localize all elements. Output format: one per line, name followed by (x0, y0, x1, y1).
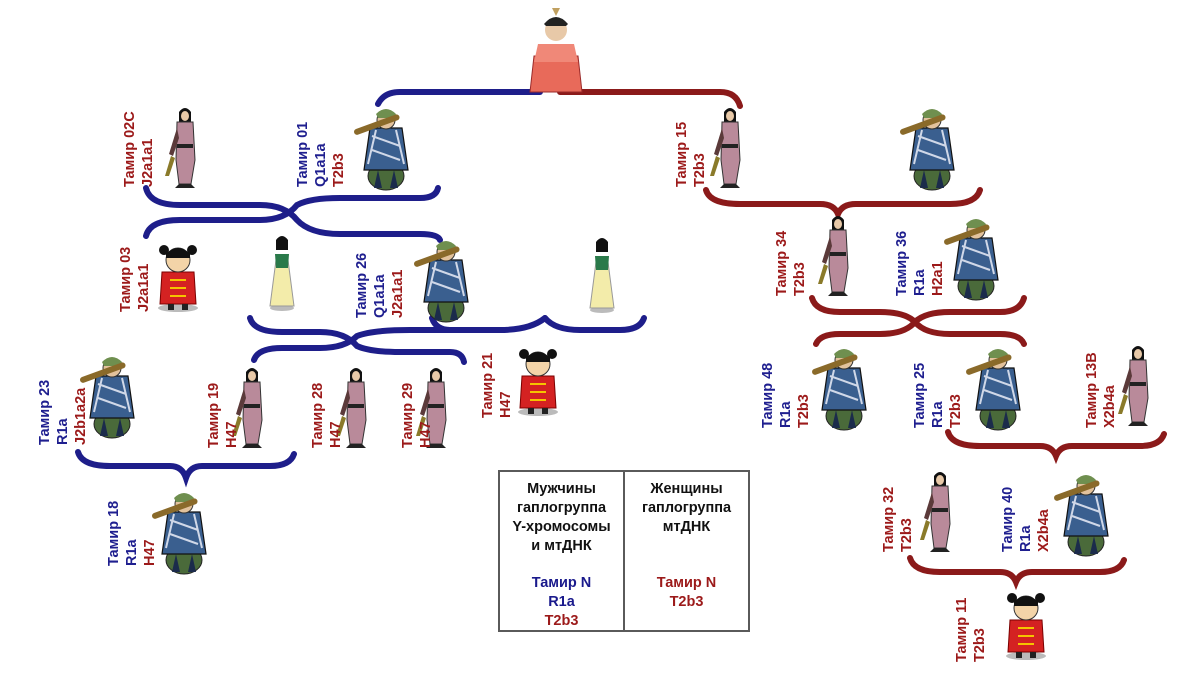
legend-men-example-y: R1a (548, 594, 575, 610)
label-p01-line2: Q1a1a (313, 143, 329, 187)
man-figure-48 (810, 348, 867, 431)
label-p26-line1: Тамир 26 (354, 253, 370, 318)
label-p11-line2: T2b3 (972, 628, 988, 662)
label-p25-line3: T2b3 (948, 394, 964, 428)
legend-men-example-name: Тамир N (531, 575, 592, 591)
label-p03-line2: J2a1a1 (136, 264, 152, 312)
label-p21-line2: H47 (498, 391, 514, 418)
figures (78, 8, 1149, 661)
label-p36-line1: Тамир 36 (894, 231, 910, 296)
label-p32-line1: Тамир 32 (881, 487, 897, 552)
woman-figure-mid-2 (589, 237, 615, 314)
label-p02c-line2: J2a1a1 (140, 139, 156, 187)
label-p48-line3: T2b3 (796, 394, 812, 428)
brace-l1-a (143, 185, 443, 243)
label-p40-line2: R1a (1018, 524, 1034, 552)
label-p18-line2: R1a (124, 538, 140, 566)
brace-l2-d (429, 315, 453, 333)
label-p13b-line2: X2b4a (1102, 384, 1118, 428)
brace-r1 (703, 187, 983, 223)
man-figure-01 (352, 108, 409, 191)
brace-root-left (375, 89, 543, 107)
label-p32-line2: T2b3 (899, 518, 915, 552)
woman-figure-mid-1 (269, 235, 295, 312)
label-p40-line1: Тамир 40 (1000, 487, 1016, 552)
label-p19-line1: Тамир 19 (206, 383, 222, 448)
label-p29-line2: H47 (418, 421, 434, 448)
brace-r4 (907, 555, 1127, 591)
label-p25-line2: R1a (930, 400, 946, 428)
legend-men-line3: Y-хромосомы (512, 519, 611, 535)
man-figure-26 (412, 240, 469, 323)
legend-women-example-name: Тамир N (656, 575, 717, 591)
label-p28-line1: Тамир 28 (310, 383, 326, 448)
child-figure-11 (1005, 592, 1047, 661)
legend-men-line1: Мужчины (527, 481, 596, 497)
label-p23-line3: J2b1a2a (73, 387, 89, 445)
label-p28-line2: H47 (328, 421, 344, 448)
label-p23-line2: R1a (55, 417, 71, 445)
label-p03-line1: Тамир 03 (118, 247, 134, 312)
child-figure-21 (517, 348, 559, 417)
woman-figure-02c (164, 107, 196, 189)
woman-figure-15 (709, 107, 741, 189)
lineage-braces (75, 89, 1167, 591)
label-p15-line2: T2b3 (692, 153, 708, 187)
man-figure-18 (150, 492, 207, 575)
label-p19-line2: H47 (224, 421, 240, 448)
label-p29-line1: Тамир 29 (400, 383, 416, 448)
legend-men-line4: и мтДНК (531, 538, 592, 554)
label-p11-line1: Тамир 11 (954, 598, 970, 662)
label-p02c-line1: Тамир 02C (122, 111, 138, 187)
label-p40-line3: X2b4a (1036, 508, 1052, 552)
label-p01-line1: Тамир 01 (295, 122, 311, 187)
man-figure-36 (942, 218, 999, 301)
label-p25-line1: Тамир 25 (912, 363, 928, 428)
label-p34-line2: T2b3 (792, 262, 808, 296)
brace-l2-a (247, 315, 467, 365)
brace-l2-b (251, 315, 548, 363)
legend-women-example-mt: T2b3 (669, 594, 704, 610)
label-p48-line1: Тамир 48 (760, 363, 776, 428)
label-p18-line3: H47 (142, 539, 158, 566)
label-p36-line3: H2a1 (930, 261, 946, 296)
brace-r2-b (813, 295, 1027, 347)
legend-women-line3: мтДНК (662, 519, 711, 535)
child-figure-03 (157, 244, 199, 313)
label-p36-line2: R1a (912, 268, 928, 296)
legend-men: Мужчины гаплогруппа Y-хромосомы и мтДНК … (500, 472, 623, 630)
legend-women-line1: Женщины (650, 481, 723, 497)
ancestor-woman-figure (529, 8, 583, 93)
brace-root-right (557, 89, 743, 109)
legend-men-line2: гаплогруппа (516, 500, 607, 516)
brace-l1-b (143, 185, 441, 239)
legend-women: Женщины гаплогруппа мтДНК Тамир N T2b3 (623, 472, 748, 630)
label-p34-line1: Тамир 34 (774, 231, 790, 296)
brace-l3 (75, 449, 297, 488)
label-p21-line1: Тамир 21 (480, 353, 496, 418)
label-p26-line2: Q1a1a (372, 274, 388, 318)
label-p48-line2: R1a (778, 400, 794, 428)
woman-figure-32 (919, 471, 951, 553)
man-figure-25 (964, 348, 1021, 431)
brace-r3 (945, 429, 1167, 465)
woman-figure-13b (1117, 345, 1149, 427)
man-figure-40 (1052, 474, 1109, 557)
label-p23-line1: Тамир 23 (37, 380, 53, 445)
legend-men-example-mt: T2b3 (544, 613, 579, 629)
legend-women-line2: гаплогруппа (641, 500, 732, 516)
legend-box: Мужчины гаплогруппа Y-хромосомы и мтДНК … (498, 470, 750, 632)
label-p01-line3: T2b3 (331, 153, 347, 187)
label-p13b-line1: Тамир 13B (1084, 352, 1100, 428)
brace-l2-c (542, 315, 647, 333)
woman-figure-34 (817, 215, 849, 297)
man-figure-right-top (898, 108, 955, 191)
label-p15-line1: Тамир 15 (674, 122, 690, 187)
label-p18-line1: Тамир 18 (106, 501, 122, 566)
label-p26-line3: J2a1a1 (390, 270, 406, 318)
